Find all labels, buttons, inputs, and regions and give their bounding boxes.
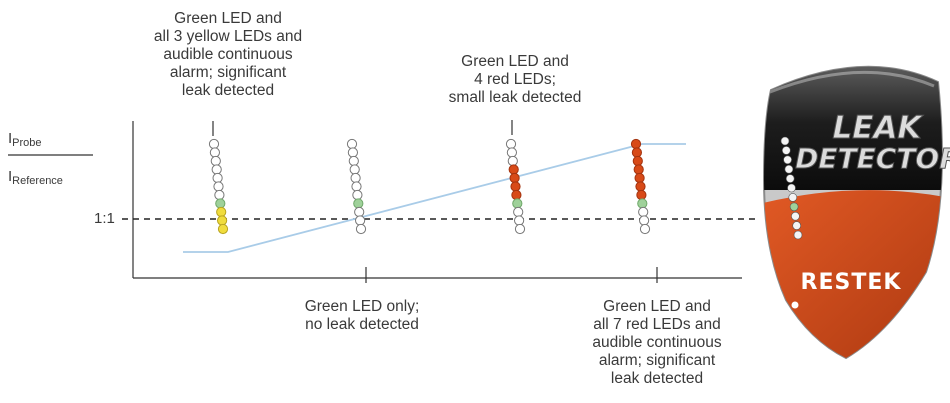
off-led [348, 155, 359, 167]
red-led [630, 138, 642, 150]
off-led [209, 147, 220, 158]
led-column-yellow-alarm [208, 138, 229, 235]
annotation-line: 4 red LEDs; [474, 71, 556, 88]
annotation-line: audible continuous [163, 46, 293, 63]
annotation-red-7-leds: Green LED and all 7 red LEDs and audible… [572, 298, 742, 388]
green-led [512, 198, 523, 209]
annotation-line: Green LED and [461, 53, 569, 70]
leak-detector-badge: LEAK DETECTOR RESTEK [762, 65, 950, 360]
reference-ratio-label: 1:1 [94, 210, 115, 227]
off-led [212, 172, 223, 184]
badge-power-dot [791, 301, 799, 309]
led-column-small-leak [505, 138, 526, 235]
badge-off-led [784, 164, 794, 174]
badge-off-led [793, 230, 803, 240]
annotation-line: Green LED only; [304, 298, 420, 315]
annotation-line: all 7 red LEDs and [593, 316, 721, 333]
annotation-yellow-leds: Green LED and all 3 yellow LEDs and audi… [148, 10, 308, 100]
badge-off-led [791, 211, 800, 221]
trend-line [183, 143, 686, 253]
green-led [353, 198, 364, 209]
badge-brand: RESTEK [801, 270, 902, 295]
off-led [638, 206, 649, 218]
off-led [505, 138, 517, 150]
off-led [211, 164, 222, 175]
red-led [635, 181, 646, 192]
y-axis-numerator: IProbe [8, 130, 42, 149]
numerator-symbol: I [8, 130, 13, 147]
annotation-line: leak detected [610, 370, 704, 387]
denominator-subscript: Reference [12, 175, 63, 187]
red-led [633, 164, 644, 175]
annotation-line: leak detected [181, 82, 275, 99]
annotation-green-only: Green LED only; no leak detected [277, 298, 447, 334]
led-column-red-alarm [630, 138, 651, 235]
red-led [508, 164, 519, 175]
off-led [639, 223, 651, 235]
green-led [215, 198, 226, 209]
numerator-subscript: Probe [12, 137, 42, 149]
off-led [639, 215, 650, 226]
red-led [636, 189, 647, 201]
red-led [632, 155, 643, 167]
off-led [346, 138, 358, 150]
led-column-no-leak [346, 138, 367, 235]
off-led [208, 138, 220, 150]
annotation-line: alarm; significant [169, 64, 287, 81]
off-led [347, 147, 358, 158]
off-led [514, 215, 525, 226]
annotation-line: no leak detected [305, 316, 419, 333]
badge-off-led [785, 174, 795, 183]
yellow-led [217, 215, 228, 226]
badge-green-led [789, 202, 799, 212]
off-led [350, 172, 361, 184]
off-led [514, 223, 526, 235]
off-led [355, 215, 366, 226]
y-axis-denominator: IReference [8, 168, 63, 187]
off-led [210, 155, 221, 167]
red-led [511, 189, 522, 201]
off-led [352, 189, 363, 201]
off-led [213, 181, 224, 192]
badge-off-led [792, 221, 802, 230]
badge-led-column [780, 136, 803, 240]
annotation-line: Green LED and [603, 298, 711, 315]
denominator-symbol: I [8, 168, 13, 185]
off-led [355, 223, 367, 235]
badge-off-led [787, 183, 796, 193]
annotation-line: Green LED and [174, 10, 282, 27]
off-led [214, 189, 225, 201]
off-led [506, 147, 517, 158]
red-led [631, 147, 643, 158]
yellow-led [217, 223, 229, 235]
yellow-led [216, 206, 227, 218]
annotation-red-4-leds: Green LED and 4 red LEDs; small leak det… [430, 53, 600, 107]
badge-off-led [780, 136, 790, 146]
off-led [351, 181, 362, 192]
off-led [354, 206, 365, 218]
off-led [513, 206, 524, 218]
badge-off-led [788, 193, 798, 202]
annotation-line: all 3 yellow LEDs and [153, 28, 303, 45]
badge-title-detector: DETECTOR [795, 142, 950, 175]
badge-off-led [783, 155, 792, 165]
red-led [509, 172, 520, 184]
off-led [507, 155, 518, 167]
red-led [634, 172, 645, 184]
green-led [637, 198, 648, 209]
badge-off-led [781, 146, 791, 155]
badge-title-leak: LEAK [833, 110, 924, 146]
annotation-line: small leak detected [448, 89, 582, 106]
annotation-line: audible continuous [592, 334, 722, 351]
off-led [349, 164, 360, 175]
red-led [510, 181, 521, 192]
annotation-line: alarm; significant [598, 352, 716, 369]
